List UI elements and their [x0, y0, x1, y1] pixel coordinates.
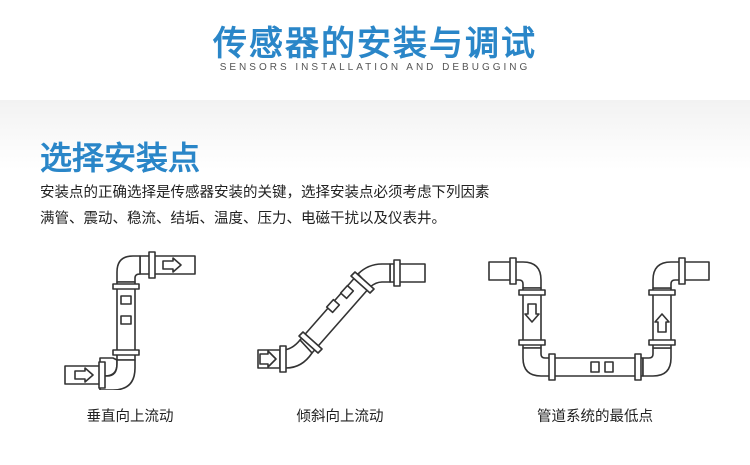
section-title: 选择安装点 — [40, 139, 201, 177]
inclined-upward-pipe-icon — [257, 259, 426, 373]
lowest-point-pipe-icon — [488, 257, 710, 381]
page-header: 传感器的安装与调试 SENSORS INSTALLATION AND DEBUG… — [0, 0, 750, 100]
diagram-caption-inclined: 倾斜向上流动 — [296, 409, 384, 425]
vertical-upward-pipe-icon — [64, 251, 196, 390]
diagram-caption-vertical: 垂直向上流动 — [86, 409, 174, 425]
section-description-line-2: 满管、震动、稳流、结垢、温度、压力、电磁干扰以及仪表井。 — [40, 211, 446, 227]
page-title: 传感器的安装与调试 — [213, 24, 537, 64]
section-description-line-1: 安装点的正确选择是传感器安装的关键，选择安装点必须考虑下列因素 — [40, 185, 490, 201]
diagram-caption-lowest-point: 管道系统的最低点 — [537, 409, 653, 425]
page-subtitle: SENSORS INSTALLATION AND DEBUGGING — [219, 62, 531, 73]
